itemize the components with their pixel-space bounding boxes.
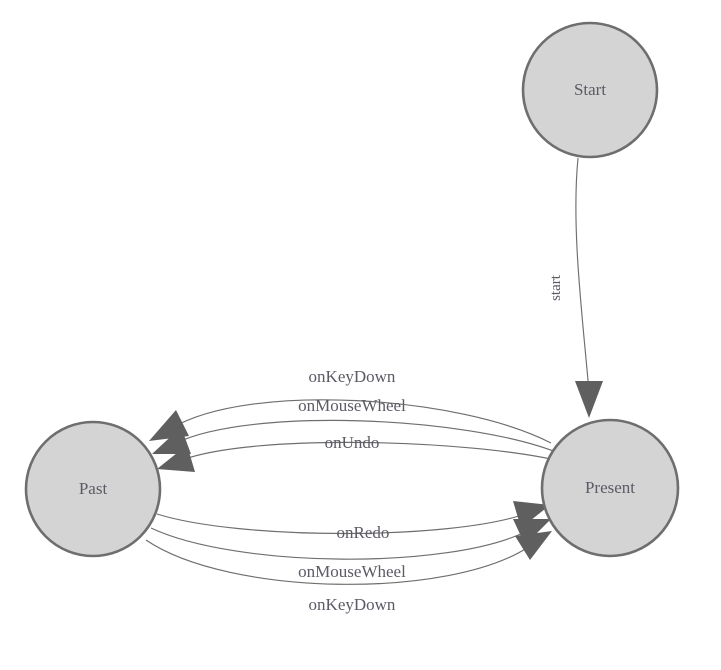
edge-label-keydown-upper: onKeyDown [309, 367, 396, 386]
edge-label-start: start [548, 274, 564, 301]
node-start-label: Start [574, 80, 606, 99]
edge-label-mousewheel-upper: onMouseWheel [298, 396, 406, 415]
edge-path-mousewheel-upper [175, 419, 557, 453]
edge-label-keydown-lower: onKeyDown [309, 595, 396, 614]
node-start-circle [521, 21, 659, 159]
edge-path-redo [156, 513, 526, 535]
edge-path-start [575, 157, 590, 393]
edge-path-mousewheel-lower [150, 527, 528, 560]
edge-label-redo: onRedo [337, 523, 390, 542]
edge-present-to-past-undo[interactable]: onUndo [157, 433, 561, 472]
edge-start-to-present[interactable]: start [548, 157, 603, 418]
node-start[interactable]: Start [521, 21, 659, 159]
edge-label-mousewheel-lower: onMouseWheel [298, 562, 406, 581]
edge-path-keydown-lower [145, 539, 531, 585]
edge-path-undo [181, 441, 561, 462]
edge-past-to-present-keydown[interactable]: onKeyDown [145, 531, 552, 614]
edge-label-undo: onUndo [325, 433, 380, 452]
node-past-label: Past [79, 479, 108, 498]
arrowhead-undo [157, 445, 195, 472]
node-present-circle [540, 418, 680, 558]
edge-past-to-present-redo[interactable]: onRedo [156, 501, 550, 542]
node-present[interactable]: Present [540, 418, 680, 558]
node-past[interactable]: Past [24, 420, 162, 558]
edge-path-keydown-upper [171, 399, 552, 444]
node-present-label: Present [585, 478, 635, 497]
arrowhead-start-to-present [575, 381, 603, 418]
arrowhead-mousewheel-upper [152, 427, 191, 454]
edge-present-to-past-mousewheel[interactable]: onMouseWheel [152, 396, 557, 454]
arrowhead-keydown-lower [515, 531, 552, 560]
node-past-circle [24, 420, 162, 558]
